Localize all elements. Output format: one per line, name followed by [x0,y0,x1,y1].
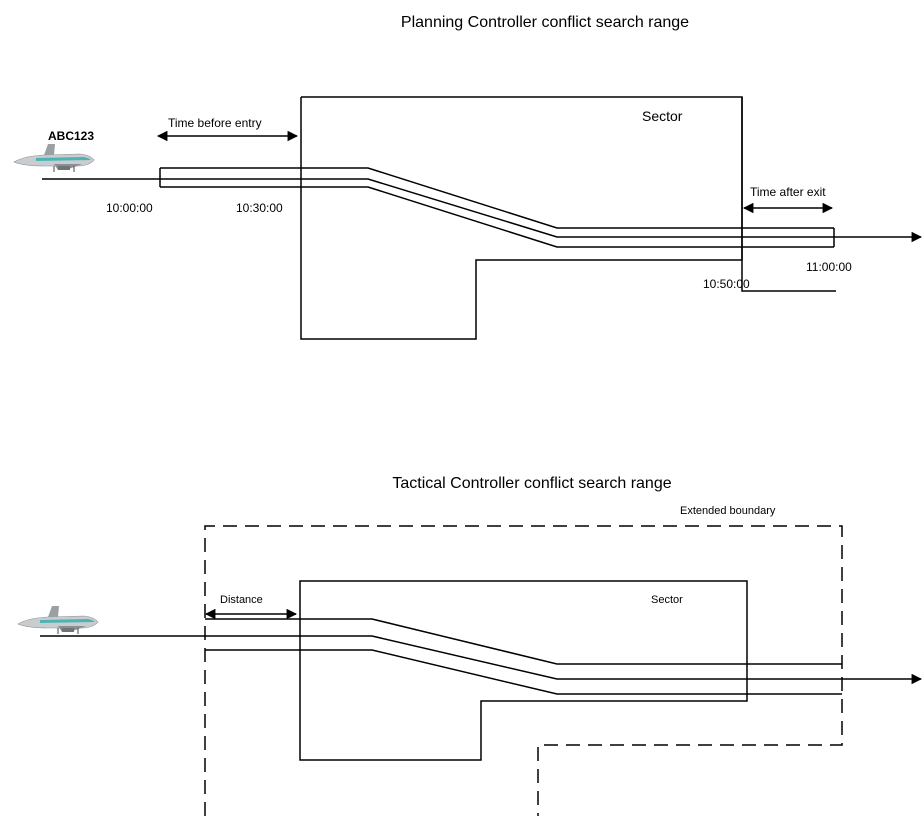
time-label: 10:30:00 [236,201,283,215]
tactical-sector-outline [299,580,748,761]
extended-boundary-outline [204,525,843,816]
tactical-diagram: Tactical Controller conflict search rang… [17,475,923,816]
time-label: 10:50:00 [703,277,750,291]
tactical-title: Tactical Controller conflict search rang… [392,475,671,492]
planning-search-tube-upper [160,167,834,229]
time-label: 11:00:00 [806,260,852,274]
tactical-search-tube-lower [205,649,842,695]
tactical-sector-label: Sector [651,594,683,606]
distance-label: Distance [220,594,263,606]
planning-aircraft-icon [13,143,95,173]
planning-search-tube-lower [160,186,834,248]
tactical-aircraft-icon [17,605,99,635]
planning-route-center [160,178,834,238]
planning-title: Planning Controller conflict search rang… [401,14,689,31]
planning-sector-outline [300,96,836,340]
time-before-entry-label: Time before entry [168,116,262,130]
tactical-route-center [205,635,842,680]
planning-sector-label: Sector [642,108,683,124]
extended-boundary-label: Extended boundary [680,505,776,517]
time-after-exit-label: Time after exit [750,185,826,199]
time-label: 10:00:00 [106,201,153,215]
planning-diagram: Planning Controller conflict search rang… [13,14,923,340]
planning-callsign: ABC123 [48,129,94,143]
